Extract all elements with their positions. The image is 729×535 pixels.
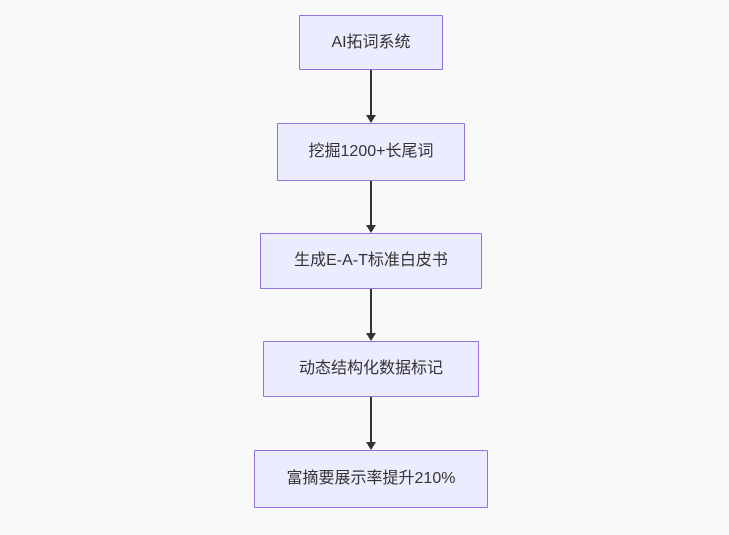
flow-edge-1 xyxy=(365,70,377,123)
flow-edge-2 xyxy=(365,181,377,233)
flow-edge-4 xyxy=(365,397,377,450)
flow-node-generate-eat-whitepaper: 生成E-A-T标准白皮书 xyxy=(260,233,482,289)
flow-node-label: 富摘要展示率提升210% xyxy=(286,470,456,488)
flow-node-mine-longtail-keywords: 挖掘1200+长尾词 xyxy=(277,123,465,181)
arrow-down-icon xyxy=(366,225,376,233)
flow-node-label: 挖掘1200+长尾词 xyxy=(308,143,434,161)
flow-node-label: 动态结构化数据标记 xyxy=(298,360,443,378)
flow-node-ai-word-expansion-system: AI拓词系统 xyxy=(299,15,443,70)
arrow-down-icon xyxy=(366,333,376,341)
arrow-down-icon xyxy=(366,115,376,123)
flow-node-label: AI拓词系统 xyxy=(331,33,411,51)
arrow-down-icon xyxy=(366,442,376,450)
flow-node-dynamic-structured-data-markup: 动态结构化数据标记 xyxy=(263,341,479,397)
edge-line xyxy=(370,397,372,443)
flow-edge-3 xyxy=(365,289,377,341)
edge-line xyxy=(370,181,372,226)
edge-line xyxy=(370,289,372,334)
edge-line xyxy=(370,70,372,116)
flow-node-rich-snippet-rate-increase: 富摘要展示率提升210% xyxy=(254,450,488,508)
flow-node-label: 生成E-A-T标准白皮书 xyxy=(294,252,448,270)
